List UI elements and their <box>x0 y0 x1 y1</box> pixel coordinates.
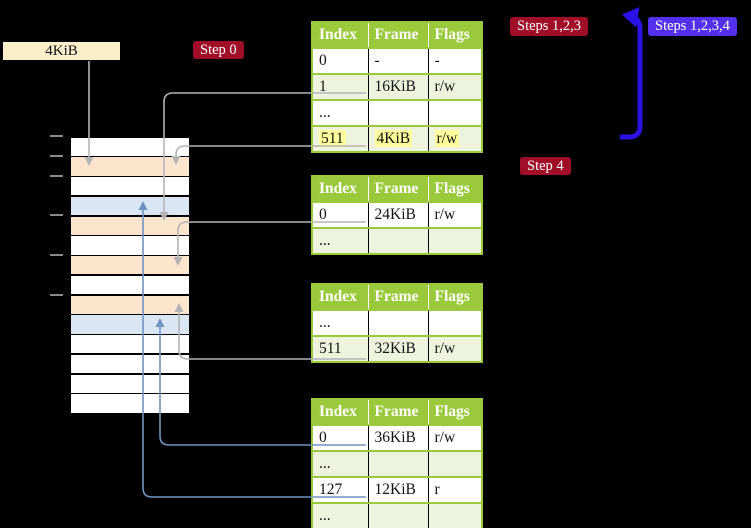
scale-tick <box>50 175 63 177</box>
memory-strip-row <box>70 374 189 393</box>
table-cell: 32KiB <box>368 335 429 362</box>
memory-strip-row <box>70 275 189 294</box>
highlighted-value: r/w <box>434 130 460 147</box>
column-header: Flags <box>428 22 482 48</box>
arrowhead-left-icon <box>622 7 640 28</box>
table-cell: 0 <box>312 424 369 451</box>
table-cell: r/w <box>428 125 482 152</box>
memory-strip-row <box>70 256 189 275</box>
table-cell: r/w <box>428 201 482 228</box>
table-cell: 511 <box>312 125 369 152</box>
step4-badge: Step 4 <box>520 157 571 175</box>
column-header: Index <box>312 399 369 425</box>
table-cell <box>428 309 482 336</box>
table-row: ... <box>312 502 482 528</box>
table-cell: 1 <box>312 73 369 100</box>
steps-loop-arrow <box>620 15 643 140</box>
column-header: Flags <box>428 399 482 425</box>
table-cell: ... <box>312 227 369 254</box>
memory-strip-row <box>70 394 189 413</box>
steps1234-badge: Steps 1,2,3,4 <box>648 17 737 36</box>
table-cell: 36KiB <box>368 424 429 451</box>
column-header: Index <box>312 22 369 48</box>
table-cell: 511 <box>312 335 369 362</box>
memory-strip-row <box>70 335 189 354</box>
table-cell <box>368 227 429 254</box>
column-header: Frame <box>368 22 429 48</box>
column-header: Index <box>312 284 369 310</box>
table-row: 0-- <box>312 47 482 74</box>
memory-strip-row <box>70 295 189 314</box>
steps123-badge: Steps 1,2,3 <box>510 17 589 36</box>
table-row: ... <box>312 99 482 126</box>
column-header: Flags <box>428 176 482 202</box>
table-cell <box>368 502 429 528</box>
table-cell <box>428 227 482 254</box>
table-cell: r/w <box>428 335 482 362</box>
table-cell: 4KiB <box>368 125 429 152</box>
column-header: Flags <box>428 284 482 310</box>
table-cell: 16KiB <box>368 73 429 100</box>
scale-tick <box>50 135 63 137</box>
step0-badge: Step 0 <box>193 41 244 59</box>
memory-strip-row <box>70 354 189 373</box>
memory-strip-row <box>70 216 189 235</box>
memory-strip-row <box>70 157 189 176</box>
table-cell <box>428 99 482 126</box>
table-row: ... <box>312 309 482 336</box>
scale-tick <box>50 214 63 216</box>
table-cell: 12KiB <box>368 476 429 503</box>
table-cell: - <box>428 47 482 74</box>
column-header: Frame <box>368 284 429 310</box>
highlighted-value: 4KiB <box>374 130 413 147</box>
table-cell: ... <box>312 309 369 336</box>
highlighted-value: 511 <box>319 130 346 147</box>
column-header: Index <box>312 176 369 202</box>
column-header: Frame <box>368 399 429 425</box>
physical-memory-strip <box>69 136 190 414</box>
table-row: ... <box>312 227 482 254</box>
table-cell: ... <box>312 450 369 477</box>
table-cell: 127 <box>312 476 369 503</box>
table-cell: ... <box>312 99 369 126</box>
table-row: ... <box>312 450 482 477</box>
table-cell <box>368 450 429 477</box>
scale-tick <box>50 254 63 256</box>
table-cell: r/w <box>428 73 482 100</box>
table-cell: 0 <box>312 201 369 228</box>
memory-strip-row <box>70 236 189 255</box>
memory-strip-row <box>70 196 189 215</box>
page-size-label: 4KiB <box>3 42 120 60</box>
table-cell <box>428 502 482 528</box>
table-row: 511 4KiB r/w <box>312 125 482 152</box>
table-cell: r <box>428 476 482 503</box>
table-cell: ... <box>312 502 369 528</box>
table-cell <box>368 99 429 126</box>
scale-tick <box>50 155 63 157</box>
memory-strip-row <box>70 177 189 196</box>
table-cell <box>428 450 482 477</box>
column-header: Frame <box>368 176 429 202</box>
table-cell: 0 <box>312 47 369 74</box>
table-cell: r/w <box>428 424 482 451</box>
table-cell: 24KiB <box>368 201 429 228</box>
scale-tick <box>50 294 63 296</box>
memory-strip-row <box>70 137 189 156</box>
memory-strip-row <box>70 315 189 334</box>
table-cell <box>368 309 429 336</box>
table-cell: - <box>368 47 429 74</box>
